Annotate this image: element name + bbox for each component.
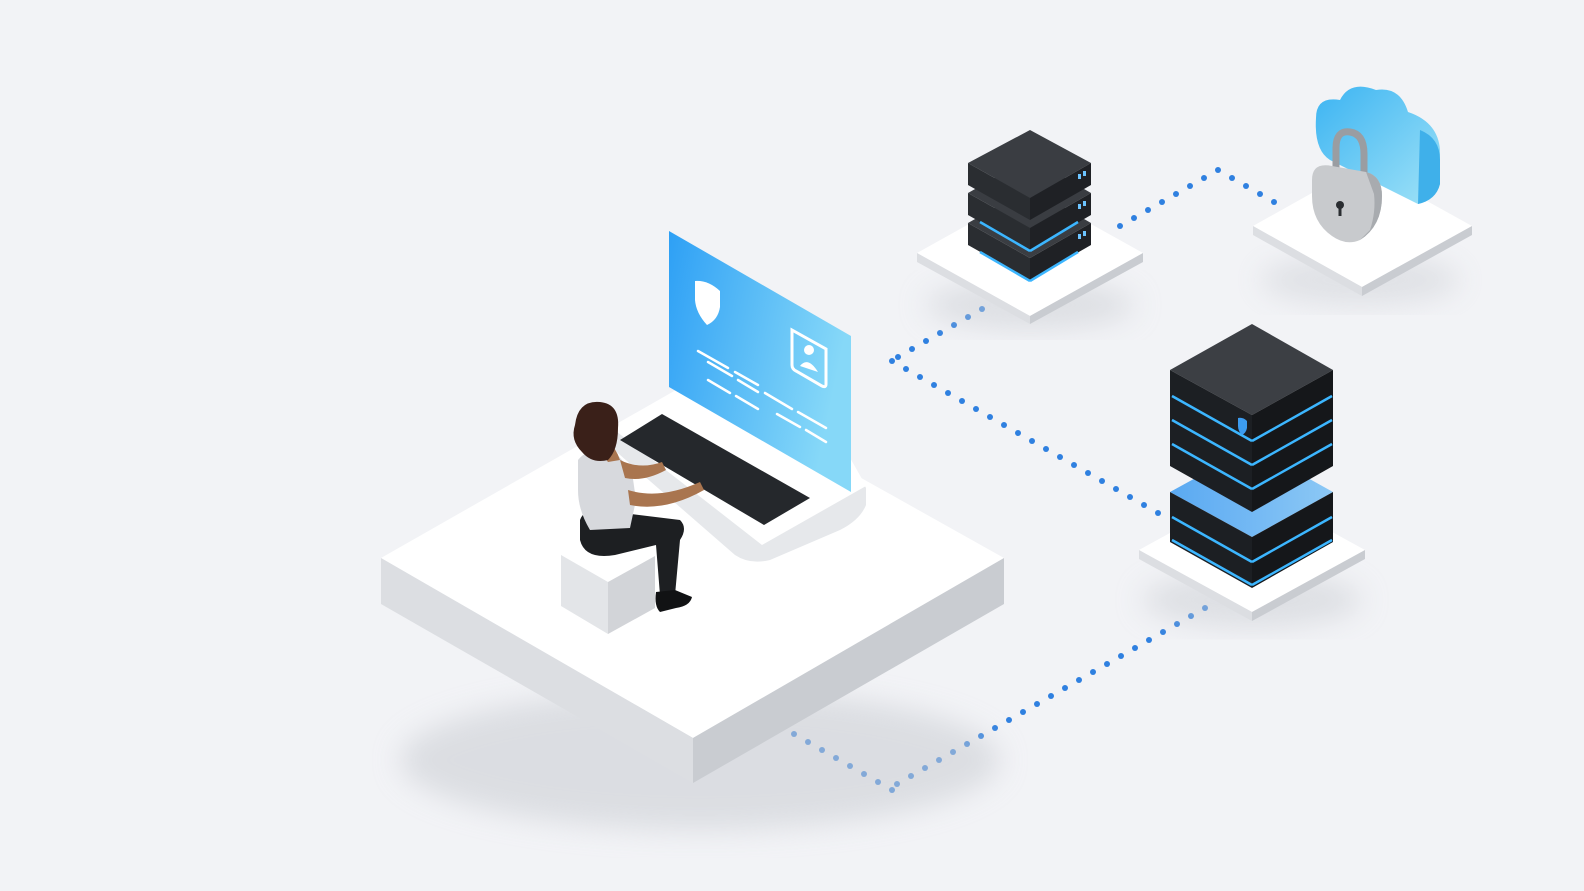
tower-shield-icon [1238, 417, 1247, 435]
connector-rack-to-cloud [1117, 167, 1277, 229]
padlock-icon [1312, 128, 1382, 243]
connector-rack-to-tower [889, 306, 1161, 516]
cloud-lock [1253, 86, 1472, 305]
user-profile-icon [790, 327, 828, 389]
main-platform [381, 334, 1004, 830]
tower-server [1139, 324, 1365, 628]
cloud-icon [1315, 86, 1440, 204]
shield-icon [695, 280, 720, 325]
screen-text-lines [696, 349, 828, 444]
rack-server-stack [917, 130, 1143, 330]
woman-at-keyboard [573, 401, 704, 612]
security-screen [669, 231, 851, 492]
